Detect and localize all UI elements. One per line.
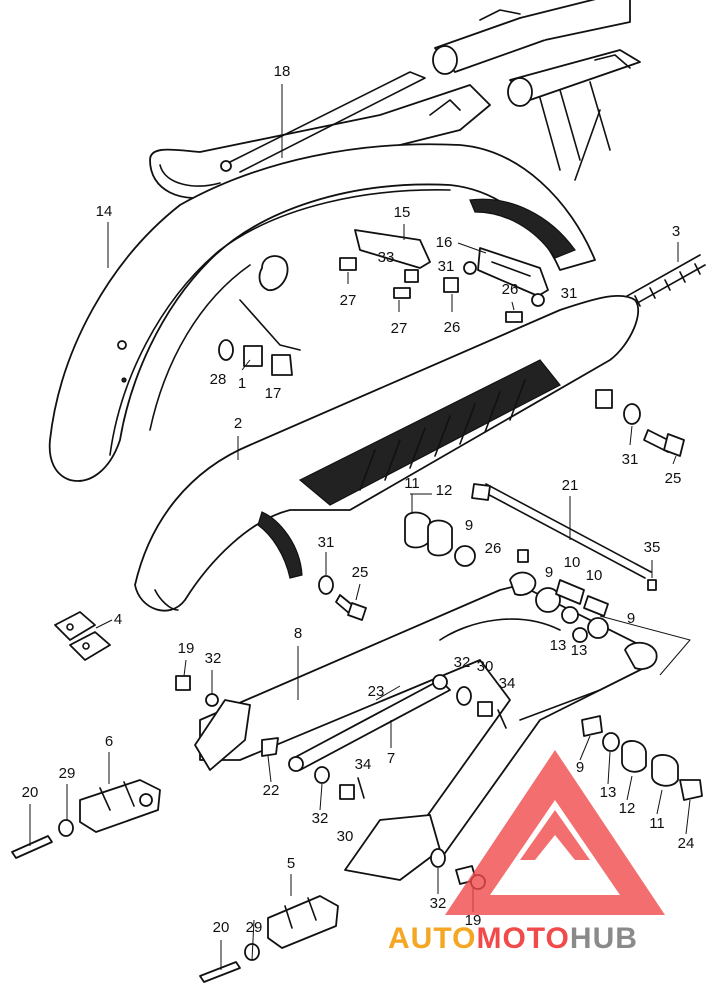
- callout-c9b: 9: [545, 564, 553, 581]
- callout-c7: 7: [387, 750, 395, 767]
- callout-c26c: 26: [485, 540, 502, 557]
- callout-c31b: 31: [561, 285, 578, 302]
- watermark-text-moto: MOTO: [476, 922, 569, 955]
- callout-c14: 14: [96, 203, 113, 220]
- callout-c2: 2: [234, 415, 242, 432]
- footpeg-bracket-6: [11, 779, 161, 859]
- callout-c11a: 11: [404, 475, 420, 492]
- callout-c13b: 13: [571, 642, 588, 659]
- fender-fasteners: [218, 257, 545, 376]
- callout-c32c: 32: [312, 810, 329, 827]
- drive-chain: [619, 254, 706, 311]
- center-fasteners: [175, 675, 507, 890]
- svg-text:AUTOMOTOHUB: AUTOMOTOHUB: [388, 922, 638, 955]
- callout-c27a: 27: [340, 292, 357, 309]
- callout-c18: 18: [274, 63, 291, 80]
- callout-c3: 3: [672, 223, 680, 240]
- callout-c6: 6: [105, 733, 113, 750]
- callout-c23: 23: [368, 683, 385, 700]
- callout-c28: 28: [210, 371, 227, 388]
- callout-c13c: 13: [600, 784, 617, 801]
- callout-c17: 17: [265, 385, 282, 402]
- callout-c29b: 29: [246, 919, 263, 936]
- footpeg-bracket-5: [199, 895, 339, 983]
- callout-c21: 21: [562, 477, 579, 494]
- callout-c9d: 9: [576, 759, 584, 776]
- callout-c13a: 13: [550, 637, 567, 654]
- watermark-triangle-icon: [445, 750, 665, 915]
- callout-c31d: 31: [318, 534, 335, 551]
- callout-c16: 16: [436, 234, 453, 251]
- link-rods: [261, 674, 451, 772]
- callout-c19b: 19: [465, 912, 482, 929]
- lower-right-hardware: [581, 715, 703, 801]
- callout-c9c: 9: [627, 610, 635, 627]
- callout-c19a: 19: [178, 640, 195, 657]
- callout-c34b: 34: [355, 756, 372, 773]
- callout-c20b: 20: [213, 919, 230, 936]
- chain-case-bolts: [318, 403, 685, 621]
- callout-c31a: 31: [438, 258, 455, 275]
- callout-c9a: 9: [465, 517, 473, 534]
- fender-brackets: [239, 229, 549, 351]
- callout-c12b: 12: [619, 800, 636, 817]
- callout-c24: 24: [678, 835, 695, 852]
- callout-c25b: 25: [352, 564, 369, 581]
- callout-c32b: 32: [454, 654, 471, 671]
- callout-c11b: 11: [649, 815, 665, 832]
- callout-c30b: 30: [337, 828, 354, 845]
- pivot-shaft: [404, 483, 657, 643]
- callout-c35: 35: [644, 539, 661, 556]
- grab-rail: [149, 71, 491, 199]
- callout-c4: 4: [114, 611, 122, 628]
- watermark-text-hub: HUB: [570, 922, 638, 955]
- callout-c27b: 27: [391, 320, 408, 337]
- callout-c20a: 20: [22, 784, 39, 801]
- callout-c32d: 32: [430, 895, 447, 912]
- watermark-logo: AUTOMOTOHUB: [388, 750, 665, 955]
- watermark-mountain-icon: [520, 810, 590, 860]
- callout-c33: 33: [378, 249, 395, 266]
- rear-fender: [48, 143, 596, 482]
- callout-c8: 8: [294, 625, 302, 642]
- callout-c10b: 10: [586, 567, 603, 584]
- callout-c12a: 12: [436, 482, 453, 499]
- callout-c25a: 25: [665, 470, 682, 487]
- callout-c30a: 30: [477, 658, 494, 675]
- callout-c5: 5: [287, 855, 295, 872]
- callout-c26a: 26: [444, 319, 461, 336]
- callout-c34a: 34: [499, 675, 516, 692]
- callout-c31c: 31: [622, 451, 639, 468]
- callout-c1: 1: [238, 375, 246, 392]
- callout-c15: 15: [394, 204, 411, 221]
- callout-c32a: 32: [205, 650, 222, 667]
- callout-c29a: 29: [59, 765, 76, 782]
- callout-c22: 22: [263, 782, 280, 799]
- chain-joint: [54, 611, 111, 661]
- callout-c10a: 10: [564, 554, 581, 571]
- watermark-text-auto: AUTO: [388, 922, 476, 955]
- swingarm: [194, 571, 658, 881]
- frame-tubes: [432, 0, 641, 181]
- leader-lines: [29, 84, 691, 970]
- callout-c26b: 26: [502, 281, 519, 298]
- chain-case: [134, 294, 640, 612]
